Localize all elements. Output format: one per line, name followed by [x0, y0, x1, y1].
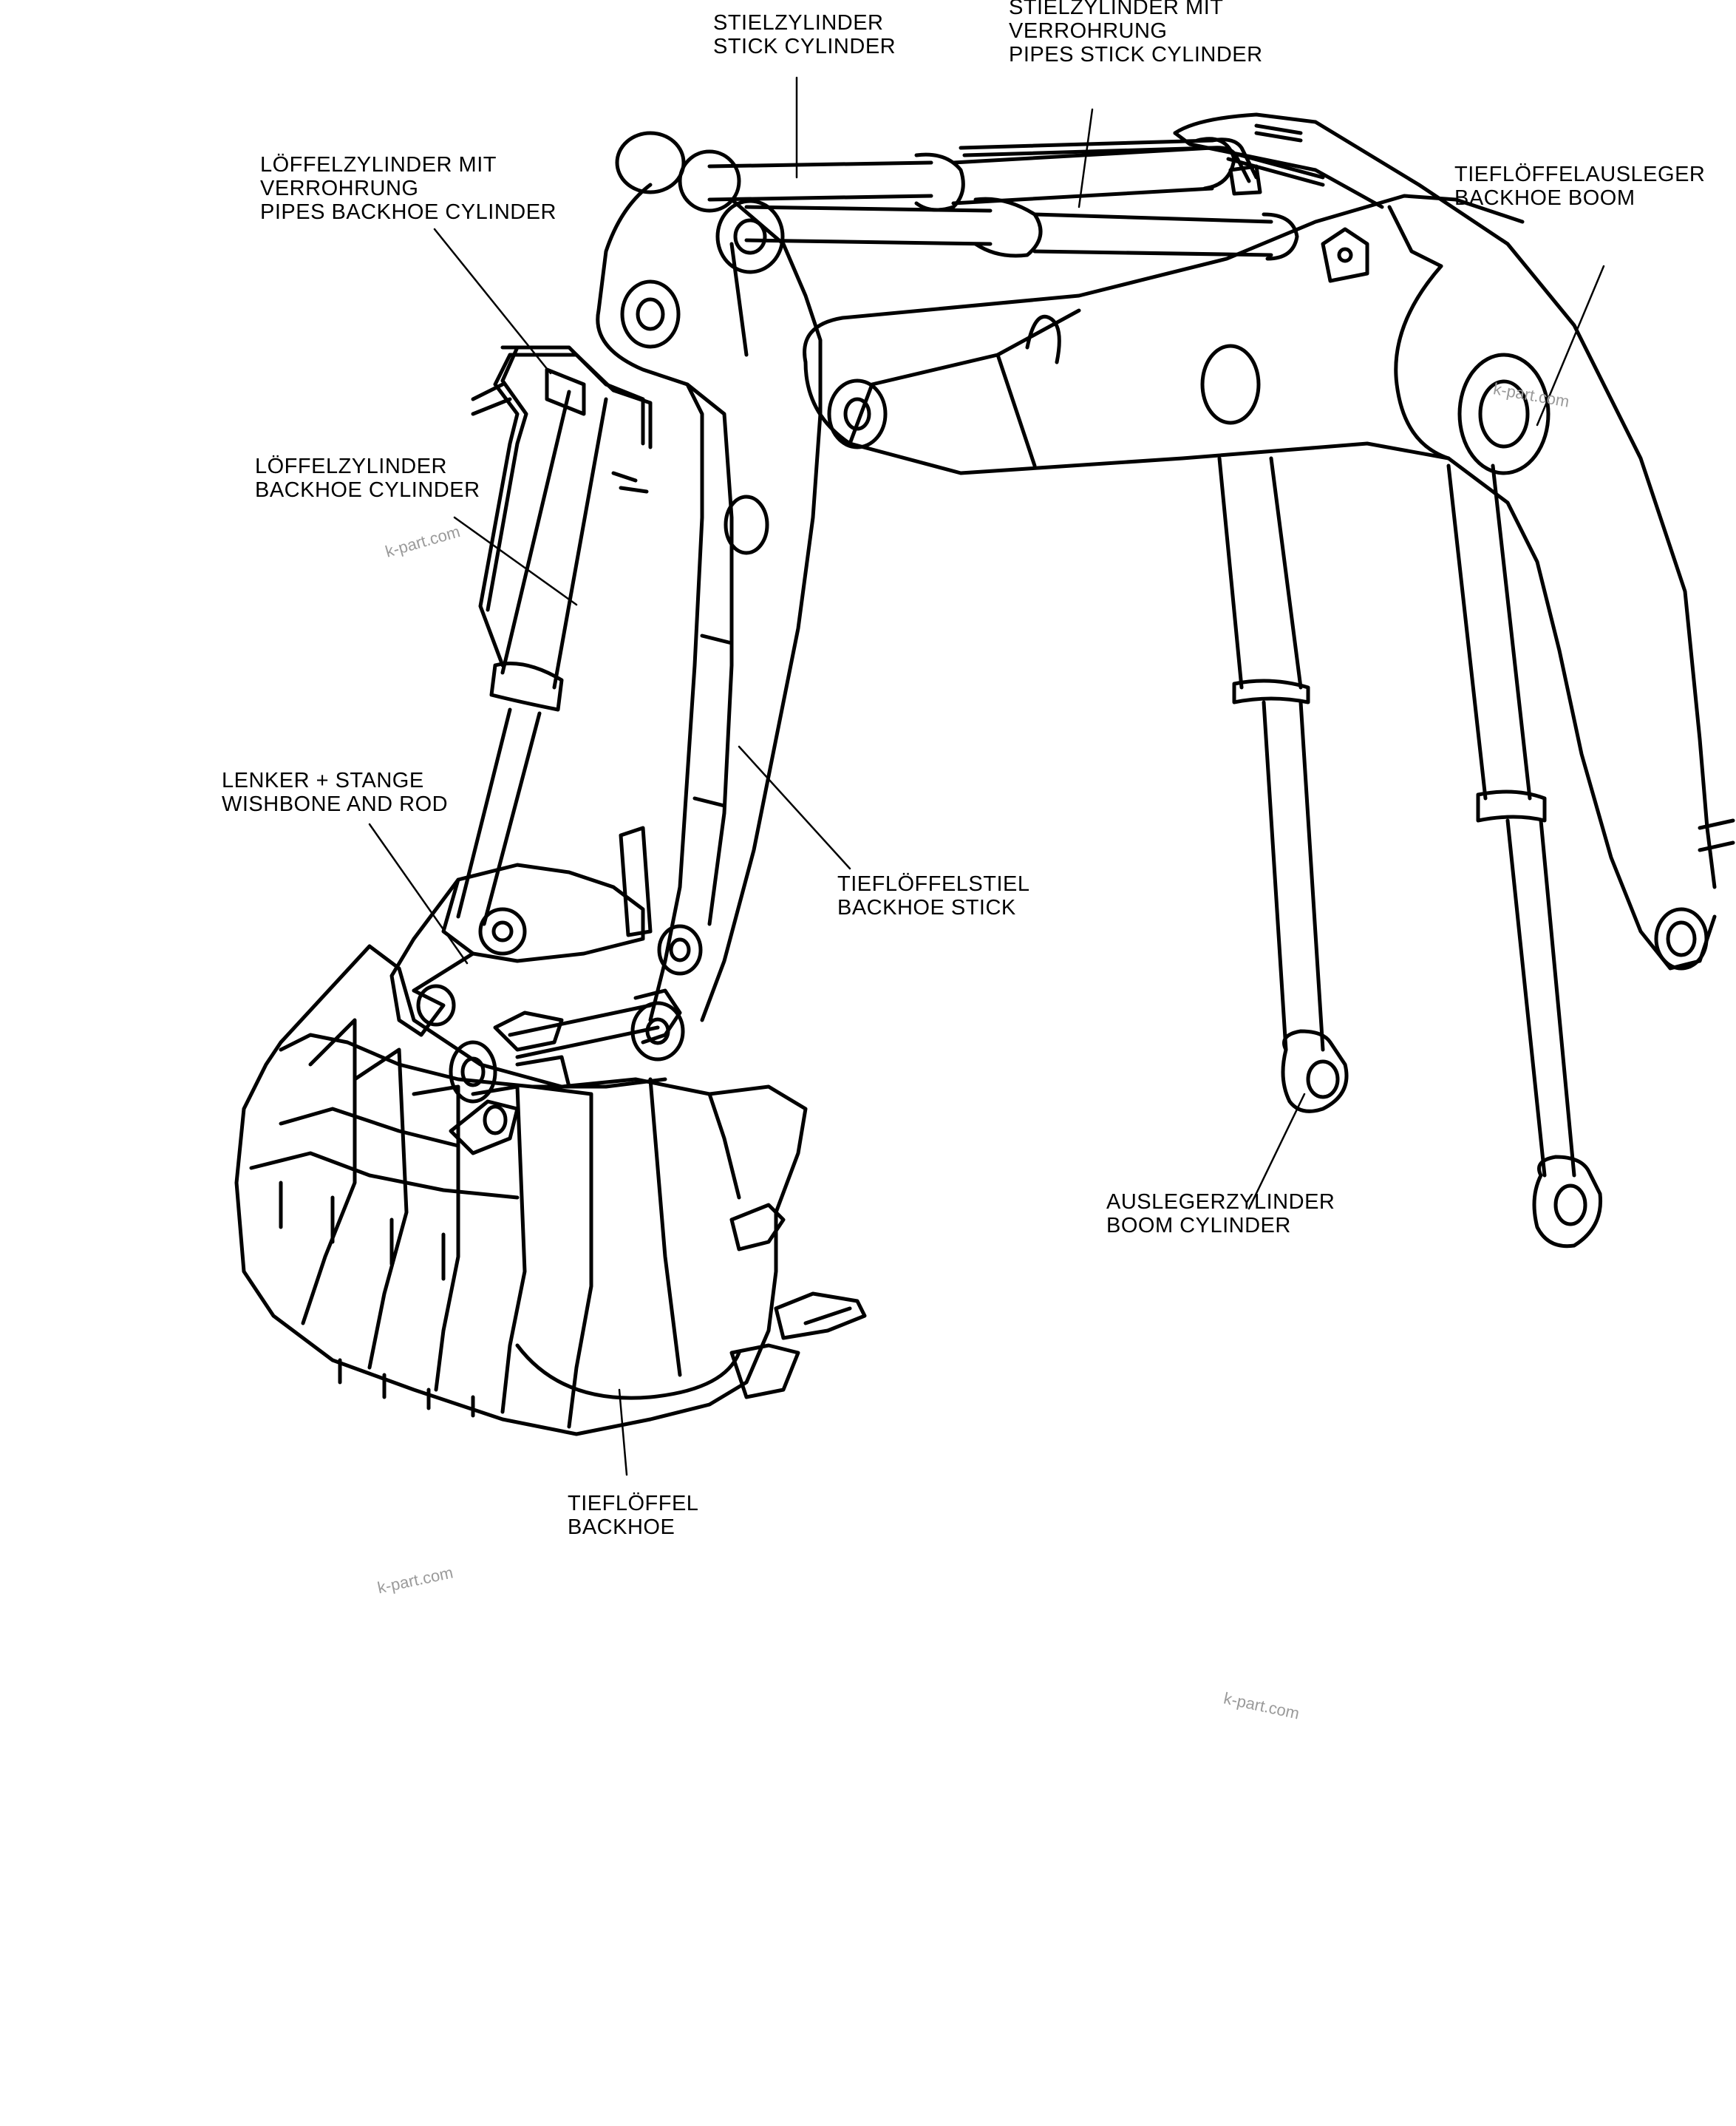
label-backhoe-stick-en: BACKHOE STICK	[837, 896, 1016, 920]
label-backhoe-cylinder-de: LÖFFELZYLINDER	[255, 455, 447, 478]
label-backhoe: TIEFLÖFFEL BACKHOE	[568, 1492, 698, 1539]
label-backhoe-de: TIEFLÖFFEL	[568, 1492, 699, 1515]
label-pipes-stick-cylinder-en: PIPES STICK CYLINDER	[1009, 43, 1263, 67]
backhoe-stick-part	[596, 131, 823, 1062]
label-backhoe-stick: TIEFLÖFFELSTIEL BACKHOE STICK	[837, 872, 1030, 920]
label-pipes-backhoe-cylinder-en: PIPES BACKHOE CYLINDER	[260, 200, 556, 224]
label-backhoe-en: BACKHOE	[568, 1515, 675, 1539]
label-wishbone-rod: LENKER + STANGE WISHBONE AND ROD	[222, 769, 448, 816]
label-backhoe-boom: TIEFLÖFFELAUSLEGER BACKHOE BOOM	[1454, 163, 1705, 210]
backhoe-boom-part	[803, 112, 1735, 971]
label-pipes-backhoe-cylinder-de2: VERROHRUNG	[260, 177, 419, 200]
label-boom-cylinder: AUSLEGERZYLINDER BOOM CYLINDER	[1106, 1190, 1335, 1237]
backhoe-bucket-part	[234, 944, 867, 1436]
label-backhoe-cylinder: LÖFFELZYLINDER BACKHOE CYLINDER	[255, 455, 480, 502]
label-pipes-stick-cylinder-de2: VERROHRUNG	[1009, 19, 1168, 43]
boom-cylinder-part	[1217, 456, 1603, 1249]
label-stick-cylinder-de: STIELZYLINDER	[713, 11, 884, 35]
pipes-stick-cylinder-part	[959, 123, 1325, 196]
label-backhoe-stick-de: TIEFLÖFFELSTIEL	[837, 872, 1030, 896]
label-backhoe-cylinder-en: BACKHOE CYLINDER	[255, 478, 480, 502]
label-boom-cylinder-en: BOOM CYLINDER	[1106, 1214, 1291, 1237]
wishbone-rod-part	[389, 863, 682, 1104]
label-pipes-backhoe-cylinder: LÖFFELZYLINDER MIT VERROHRUNG PIPES BACK…	[260, 153, 556, 224]
backhoe-cylinder-part	[456, 345, 653, 926]
stick-cylinder-part	[707, 137, 1299, 261]
label-pipes-backhoe-cylinder-de1: LÖFFELZYLINDER MIT	[260, 153, 497, 177]
label-backhoe-boom-de: TIEFLÖFFELAUSLEGER	[1454, 163, 1706, 186]
label-pipes-stick-cylinder-de1: STIELZYLINDER MIT	[1009, 0, 1224, 19]
label-pipes-stick-cylinder: STIELZYLINDER MIT VERROHRUNG PIPES STICK…	[1009, 0, 1263, 67]
leader-lines	[368, 76, 1605, 1476]
label-boom-cylinder-de: AUSLEGERZYLINDER	[1106, 1190, 1335, 1214]
label-wishbone-rod-de: LENKER + STANGE	[222, 769, 424, 792]
label-stick-cylinder-en: STICK CYLINDER	[713, 35, 896, 58]
label-backhoe-boom-en: BACKHOE BOOM	[1454, 186, 1635, 210]
label-wishbone-rod-en: WISHBONE AND ROD	[222, 792, 449, 816]
label-stick-cylinder: STIELZYLINDER STICK CYLINDER	[713, 11, 896, 58]
